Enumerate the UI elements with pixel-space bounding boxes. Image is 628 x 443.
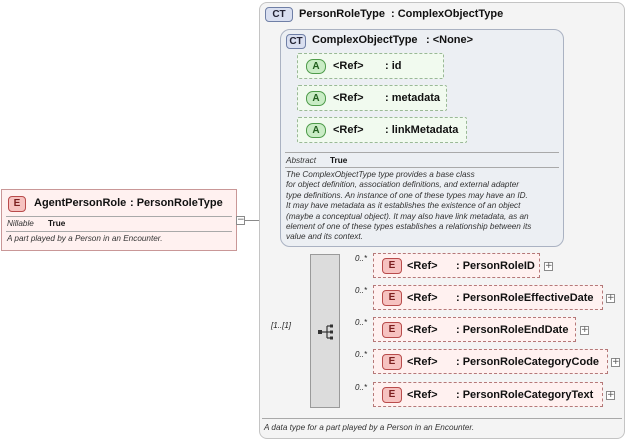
- expand-toggle[interactable]: +: [611, 357, 620, 367]
- element-person-role-id[interactable]: E <Ref> : PersonRoleID: [373, 253, 540, 278]
- element-occurrence: 0..*: [355, 383, 368, 392]
- abstract-label: Abstract: [286, 156, 317, 165]
- element-badge: E: [382, 258, 402, 274]
- complex-type-badge: CT: [265, 7, 293, 22]
- attribute-name: : metadata: [385, 92, 441, 104]
- nillable-value: True: [48, 219, 66, 228]
- person-role-type-base: : ComplexObjectType: [391, 8, 504, 20]
- element-occurrence: 0..*: [355, 318, 368, 327]
- doc-line: (maybe a conceptual object). It may also…: [286, 211, 529, 221]
- element-occurrence: 0..*: [355, 254, 368, 263]
- doc-line: type definitions. An instance of one of …: [286, 190, 528, 200]
- element-person-role-category-code[interactable]: E <Ref> : PersonRoleCategoryCode: [373, 349, 608, 374]
- root-divider-2: [6, 231, 232, 232]
- complex-object-documentation: The ComplexObjectType type provides a ba…: [286, 170, 562, 243]
- element-badge: E: [382, 354, 402, 370]
- element-badge: E: [8, 196, 26, 212]
- expand-toggle[interactable]: +: [606, 390, 615, 400]
- element-occurrence: 0..*: [355, 350, 368, 359]
- type-doc-divider: [262, 418, 622, 419]
- doc-line: The ComplexObjectType type provides a ba…: [286, 170, 475, 179]
- sequence-icon: [318, 324, 333, 340]
- attribute-id[interactable]: A <Ref> : id: [297, 53, 444, 79]
- element-ref: <Ref>: [407, 356, 438, 368]
- sequence-occurrence: [1..[1]: [271, 321, 292, 330]
- complex-object-divider-2: [285, 167, 559, 168]
- element-occurrence: 0..*: [355, 286, 368, 295]
- attribute-ref: <Ref>: [333, 60, 364, 72]
- element-ref: <Ref>: [407, 260, 438, 272]
- element-ref: <Ref>: [407, 389, 438, 401]
- element-person-role-end-date[interactable]: E <Ref> : PersonRoleEndDate: [373, 317, 576, 342]
- root-element-box[interactable]: E AgentPersonRole : PersonRoleType Nilla…: [1, 189, 237, 251]
- attribute-badge: A: [306, 91, 326, 106]
- doc-line: value and its context.: [286, 232, 363, 242]
- element-ref: <Ref>: [407, 324, 438, 336]
- complex-object-type-base: : <None>: [426, 34, 474, 46]
- abstract-value: True: [330, 156, 348, 165]
- doc-line: It may have metadata as it establishes t…: [286, 201, 521, 211]
- doc-line: element of one of these types establishe…: [286, 222, 532, 232]
- root-element-type: : PersonRoleType: [130, 197, 223, 209]
- attribute-name: : linkMetadata: [385, 124, 459, 136]
- element-name: : PersonRoleEndDate: [456, 324, 569, 336]
- collapse-toggle[interactable]: −: [236, 215, 245, 225]
- element-name: : PersonRoleID: [456, 260, 535, 272]
- attribute-ref: <Ref>: [333, 92, 364, 104]
- element-name: : PersonRoleCategoryCode: [456, 356, 600, 368]
- element-person-role-effective-date[interactable]: E <Ref> : PersonRoleEffectiveDate: [373, 285, 603, 310]
- element-badge: E: [382, 387, 402, 403]
- attribute-badge: A: [306, 123, 326, 138]
- sequence-compositor[interactable]: [310, 254, 340, 408]
- expand-toggle[interactable]: +: [606, 293, 615, 303]
- attribute-ref: <Ref>: [333, 124, 364, 136]
- complex-object-type-name: ComplexObjectType: [312, 34, 418, 46]
- person-role-type-documentation: A data type for a part played by a Perso…: [264, 423, 475, 432]
- nillable-label: Nillable: [7, 219, 34, 228]
- attribute-badge: A: [306, 59, 326, 74]
- element-ref: <Ref>: [407, 292, 438, 304]
- root-divider-1: [6, 216, 232, 217]
- element-name: : PersonRoleEffectiveDate: [456, 292, 594, 304]
- element-badge: E: [382, 322, 402, 338]
- complex-type-badge: CT: [286, 34, 306, 49]
- root-element-name: AgentPersonRole: [34, 197, 127, 209]
- expand-toggle[interactable]: +: [544, 261, 553, 271]
- doc-line: for object definition, association defin…: [286, 180, 520, 190]
- element-name: : PersonRoleCategoryText: [456, 389, 594, 401]
- attribute-name: : id: [385, 60, 402, 72]
- root-element-documentation: A part played by a Person in an Encounte…: [7, 234, 163, 243]
- element-badge: E: [382, 290, 402, 306]
- connector-root-to-type: [237, 220, 270, 221]
- complex-object-divider-1: [285, 152, 559, 153]
- attribute-linkmetadata[interactable]: A <Ref> : linkMetadata: [297, 117, 467, 143]
- element-person-role-category-text[interactable]: E <Ref> : PersonRoleCategoryText: [373, 382, 603, 407]
- attribute-metadata[interactable]: A <Ref> : metadata: [297, 85, 447, 111]
- expand-toggle[interactable]: +: [580, 325, 589, 335]
- person-role-type-name: PersonRoleType: [299, 8, 385, 20]
